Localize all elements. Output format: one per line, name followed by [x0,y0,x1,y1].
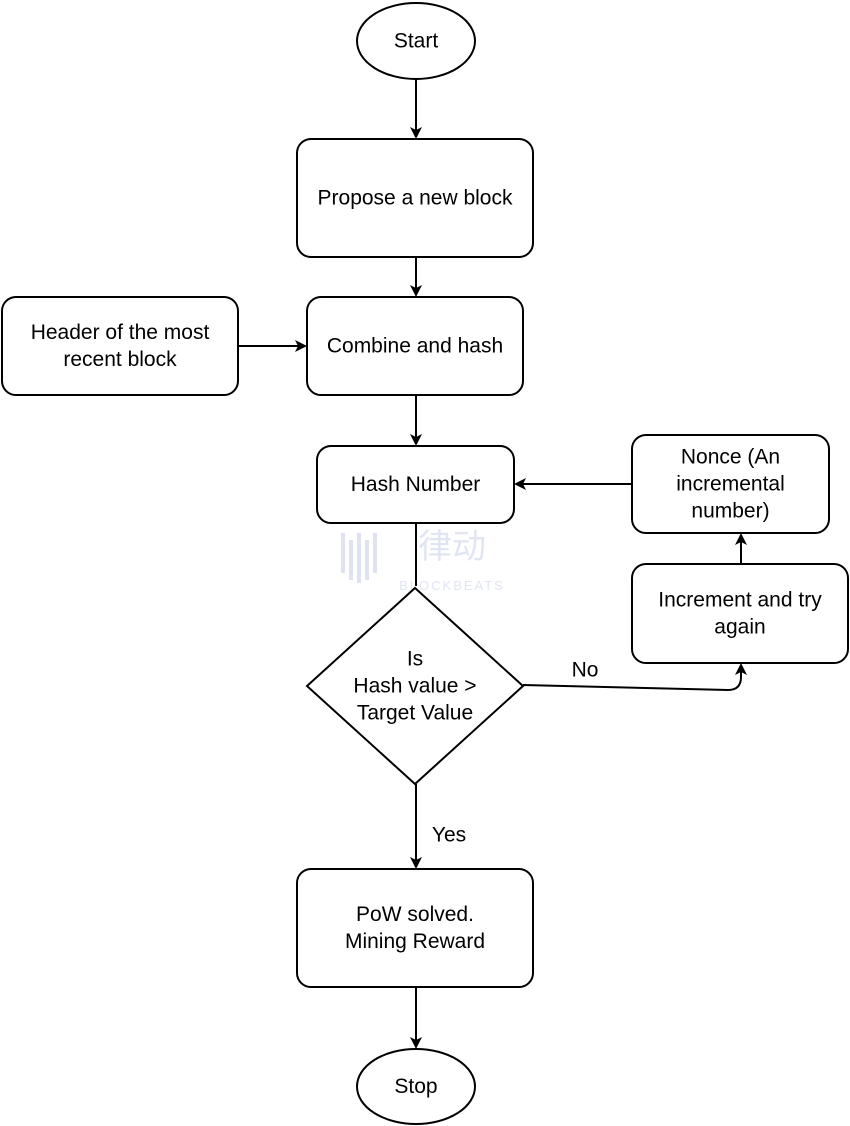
stop-shape [356,1048,476,1125]
propose-shape [296,138,534,258]
combine-node: Combine and hash [306,296,524,396]
header-label-line-2: recent block [63,348,177,371]
header-node: Header of the most recent block [1,296,239,396]
start-node: Start [356,2,476,80]
nonce-node: Nonce (An incremental number) [631,434,830,534]
hash-number-label-line-1: Hash Number [351,473,481,496]
combine-shape [306,296,524,396]
blockbeats-watermark-logo [341,533,377,583]
increment-shape [631,563,849,664]
watermark-brand-cjk: 律动 [418,528,486,566]
increment-label-line-2: again [714,616,765,639]
edge-label-yes: Yes [432,824,466,847]
start-label-line-1: Start [394,30,439,53]
nonce-label-line-2: incremental [676,473,785,496]
header-shape [1,296,239,396]
combine-label-line-1: Combine and hash [327,335,503,358]
start-shape [356,2,476,80]
watermark-brand-latin: BLOCKBEATS [399,578,505,593]
hash-number-shape [316,445,515,524]
stop-label-line-1: Stop [394,1075,437,1098]
solved-label-line-1: PoW solved. [356,903,474,926]
increment-label-line-1: Increment and try [658,589,822,612]
increment-node: Increment and try again [631,563,849,664]
propose-label-line-1: Propose a new block [318,187,513,210]
stop-node: Stop [356,1048,476,1125]
header-label-line-1: Header of the most [31,321,210,344]
solved-node: PoW solved. Mining Reward [296,868,534,988]
nonce-label-line-1: Nonce (An [681,446,780,469]
decision-shape [305,586,525,786]
decision-label-line-1: Is [407,648,423,671]
nonce-shape [631,434,830,534]
solved-label-line-2: Mining Reward [345,930,485,953]
edge-label-no: No [572,659,599,682]
nonce-label-line-3: number) [691,500,769,523]
hash-number-node: Hash Number [316,445,515,524]
decision-label-line-3: Target Value [357,702,473,725]
solved-shape [296,868,534,988]
propose-node: Propose a new block [296,138,534,258]
decision-label-line-2: Hash value > [353,675,476,698]
edge-decision-to-increment [522,663,747,692]
